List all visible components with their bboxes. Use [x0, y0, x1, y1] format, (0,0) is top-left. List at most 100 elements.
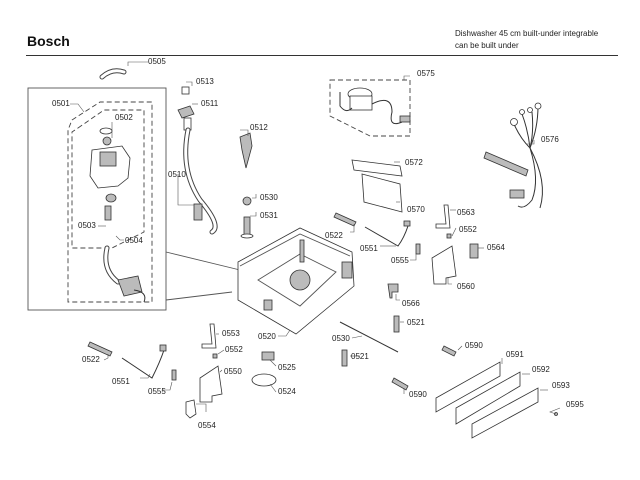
- label-0595: 0595: [566, 400, 584, 409]
- label-0531: 0531: [260, 211, 278, 220]
- brand-title: Bosch: [27, 33, 70, 49]
- wiring-harness-0576: [483, 102, 543, 209]
- bracket-0570: [361, 173, 403, 213]
- inset-frame: [27, 87, 167, 311]
- label-0551-top: 0551: [360, 244, 378, 253]
- clip-0590-a: [441, 345, 457, 357]
- label-0592: 0592: [532, 365, 550, 374]
- sensor-0551-a: [364, 225, 409, 247]
- leader-lines: [70, 61, 561, 415]
- panel-0591: [435, 361, 501, 413]
- label-0521-bottom: 0521: [351, 352, 369, 361]
- clip-0512: [239, 132, 253, 169]
- pump-motor-0575: [329, 79, 411, 137]
- hose-end-bottom: [193, 203, 203, 221]
- pump-housing: [289, 269, 311, 291]
- label-0502: 0502: [115, 113, 133, 122]
- panel-0592: [455, 371, 521, 425]
- pin-0552-a: [446, 233, 452, 239]
- label-0563: 0563: [457, 208, 475, 217]
- clip-0555-a: [415, 243, 421, 255]
- flow-meter-block: [117, 275, 143, 297]
- pump-inset-frame: [329, 79, 411, 137]
- sensor-0551-b: [121, 349, 165, 379]
- label-0564: 0564: [487, 243, 505, 252]
- model-description-line-1: Dishwasher 45 cm built-under integrable: [455, 29, 599, 38]
- bolt-0531: [243, 216, 251, 236]
- label-0560: 0560: [457, 282, 475, 291]
- base-frame-0520: [237, 227, 355, 335]
- label-0590-top: 0590: [465, 341, 483, 350]
- valve-spring-0503: [104, 205, 112, 221]
- label-0520: 0520: [258, 332, 276, 341]
- assembly-0501-outline: [67, 101, 153, 303]
- hinge-0563: [435, 204, 451, 229]
- spring-0522-b: [87, 341, 113, 357]
- label-0511: 0511: [201, 99, 219, 108]
- spring-0522-a: [333, 212, 357, 227]
- label-0575: 0575: [417, 69, 435, 78]
- clamp-0511: [177, 105, 195, 119]
- rod-0530: [339, 321, 399, 353]
- label-0593: 0593: [552, 381, 570, 390]
- label-0552-bottom: 0552: [225, 345, 243, 354]
- label-0512: 0512: [250, 123, 268, 132]
- label-0513: 0513: [196, 77, 214, 86]
- header-divider: [26, 55, 618, 56]
- label-0591: 0591: [506, 350, 524, 359]
- label-0525: 0525: [278, 363, 296, 372]
- label-0566: 0566: [402, 299, 420, 308]
- spring-0564: [469, 243, 479, 259]
- label-0590-bottom: 0590: [409, 390, 427, 399]
- label-0570: 0570: [407, 205, 425, 214]
- label-0553: 0553: [222, 329, 240, 338]
- model-description-line-2: can be built under: [455, 41, 519, 50]
- label-0555-bottom: 0555: [148, 387, 166, 396]
- label-0552-top: 0552: [459, 225, 477, 234]
- sump-area: [257, 253, 337, 307]
- clip-0554: [185, 399, 197, 419]
- label-0530-top: 0530: [260, 193, 278, 202]
- label-0522-bottom: 0522: [82, 355, 100, 364]
- harness-connector-bar: [483, 151, 529, 177]
- label-0576: 0576: [541, 135, 559, 144]
- hinge-plate-0550: [199, 365, 223, 403]
- part-labels: 0505 0501 0502 0503 0504 0513 0511 0512 …: [52, 57, 584, 430]
- label-0504: 0504: [125, 236, 143, 245]
- water-inlet-group: [27, 68, 167, 311]
- disc-0524: [251, 373, 277, 387]
- label-0522-top: 0522: [325, 231, 343, 240]
- label-0510: 0510: [168, 170, 186, 179]
- assembly-0504-outline: [71, 109, 145, 249]
- hinge-0553: [201, 323, 217, 349]
- clip-0555-b: [171, 369, 177, 381]
- cap-0513: [181, 86, 190, 95]
- hinge-plate-0560: [431, 245, 457, 285]
- label-0501: 0501: [52, 99, 70, 108]
- inlet-valve-head: [99, 151, 117, 167]
- drain-hose-group: [177, 86, 218, 235]
- label-0505: 0505: [148, 57, 166, 66]
- bolt-0521-b: [341, 349, 348, 367]
- panel-0593: [471, 387, 539, 439]
- clip-0590-b: [391, 377, 409, 391]
- pin-0552-b: [212, 353, 218, 359]
- label-0551-bottom: 0551: [112, 377, 130, 386]
- seal-0502: [99, 127, 113, 135]
- label-0503: 0503: [78, 221, 96, 230]
- label-0521-right: 0521: [407, 318, 425, 327]
- bolt-0521-a: [393, 315, 400, 333]
- label-0554: 0554: [198, 421, 216, 430]
- label-0572: 0572: [405, 158, 423, 167]
- nut-0530: [242, 196, 252, 206]
- callout-line-upper: [165, 251, 241, 271]
- valve-grommet: [105, 193, 117, 203]
- label-0524: 0524: [278, 387, 296, 396]
- label-0555-top: 0555: [391, 256, 409, 265]
- callout-line-lower: [165, 291, 233, 301]
- label-0530-bottom: 0530: [332, 334, 350, 343]
- model-description: Dishwasher 45 cm built-under integrable …: [455, 28, 598, 52]
- foot-0566: [387, 283, 399, 299]
- panel-0572: [351, 159, 403, 177]
